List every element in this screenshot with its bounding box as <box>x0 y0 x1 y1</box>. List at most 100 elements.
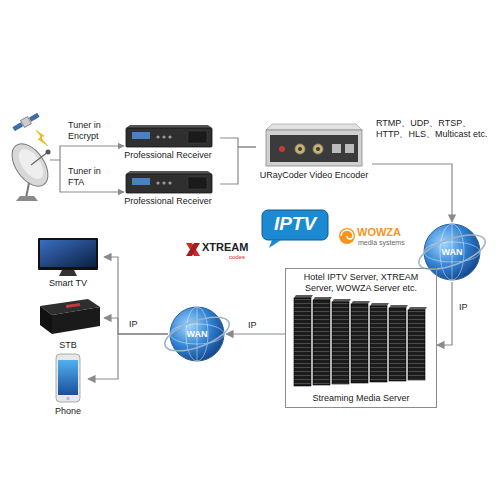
receiver-icon <box>162 181 165 184</box>
satellite-icon <box>13 123 23 131</box>
receiver-icon <box>188 177 207 189</box>
logo-text: XTREAM <box>202 241 248 254</box>
receiver-icon <box>156 135 159 138</box>
xtream-logo <box>186 243 200 256</box>
server-box: Hotel IPTV Server, XTREAM Server, WOWZA … <box>285 268 437 408</box>
stb-icon <box>52 307 100 334</box>
phone-device: Phone <box>48 352 88 417</box>
receiver-icon <box>188 131 207 143</box>
phone-icon <box>56 354 80 402</box>
tuner-wire <box>50 146 124 160</box>
receiver-icon <box>132 132 150 139</box>
encoder-icon <box>298 147 302 151</box>
stb-icon <box>40 306 52 334</box>
globe-icon <box>186 307 208 361</box>
wowza-logo <box>339 228 355 244</box>
dish-icon <box>46 150 51 155</box>
satellite-icon <box>36 130 48 146</box>
globe-icon <box>161 307 234 361</box>
phone-icon <box>66 397 69 400</box>
globe-icon <box>440 224 464 280</box>
connector <box>372 164 452 222</box>
xtream-logo <box>186 243 200 256</box>
wowza-logo <box>339 228 355 244</box>
edge-label: IP <box>458 302 469 313</box>
stb-icon <box>66 303 80 308</box>
encoder-icon <box>266 130 362 166</box>
tuner-wire <box>60 160 124 192</box>
connector <box>220 147 256 184</box>
server-rack-icon <box>370 303 389 306</box>
server-rack-icon <box>351 301 370 304</box>
logo-text: codes <box>229 254 245 261</box>
server-rack-icon <box>332 302 349 384</box>
server-caption: Streaming Media Server <box>312 393 409 404</box>
globe-icon <box>424 224 480 280</box>
connector <box>226 333 285 334</box>
server-rack-icon <box>294 295 427 386</box>
dish-icon <box>5 137 55 201</box>
globe-label: WAN <box>442 247 463 258</box>
tv-icon <box>38 238 98 276</box>
encoder-icon <box>316 147 320 151</box>
server-rack-icon <box>313 300 330 385</box>
wan-globe: WAN <box>168 305 226 363</box>
globe-label: WAN <box>187 329 208 340</box>
server-rack-icon <box>370 306 387 382</box>
receiver-icon <box>162 135 165 138</box>
server-rack-icon <box>408 310 425 380</box>
server-rack-icon <box>351 304 368 383</box>
tv-icon <box>38 238 98 270</box>
device-label: Professional Receiver <box>124 150 212 161</box>
server-rack-icon <box>313 297 332 300</box>
encoder-icon <box>345 144 354 153</box>
protocol-list: RTMP、UDP、RTSP、HTTP、HLS、Multicast etc. <box>376 118 492 140</box>
receiver-icon <box>132 178 150 185</box>
receiver-icon <box>126 125 212 128</box>
connector <box>437 282 452 345</box>
encoder-icon <box>270 135 358 162</box>
globe-icon <box>415 224 490 280</box>
phone-icon <box>56 354 80 402</box>
logo-text: media systems <box>358 239 405 247</box>
connector <box>220 138 256 147</box>
device-label: STB <box>59 340 77 351</box>
server-rack-icon <box>389 308 406 381</box>
tuner-wire <box>50 146 124 192</box>
encoder-icon <box>295 144 305 154</box>
server-rack-icon <box>294 295 313 298</box>
iptv-logo <box>269 240 281 248</box>
server-rack-icon <box>389 305 408 308</box>
dish-icon <box>14 145 48 183</box>
xtream-logo <box>186 243 200 256</box>
receiver-icon <box>126 128 212 147</box>
satellite-icon <box>12 112 48 146</box>
server-rack-icon <box>332 299 351 302</box>
device-label: Smart TV <box>49 278 87 289</box>
globe-icon <box>161 310 234 358</box>
video-encoder: URayCoder Video Encoder <box>256 124 372 181</box>
stb-icon <box>40 299 100 334</box>
tv-icon <box>59 270 77 276</box>
wan-globe: WAN <box>420 222 484 282</box>
phone-icon <box>58 360 78 395</box>
connector <box>104 257 168 334</box>
wowza-logo <box>341 230 353 239</box>
encoder-icon <box>332 144 341 153</box>
receiver-icon <box>156 181 159 184</box>
server-heading: Hotel IPTV Server, XTREAM Server, WOWZA … <box>290 272 432 294</box>
satellite-icon <box>29 113 39 121</box>
logo-text: IPTV <box>262 213 328 236</box>
dish-icon <box>31 152 48 165</box>
edge-label: IP <box>247 320 258 331</box>
tv-icon <box>40 240 96 267</box>
receiver-device: Professional Receiver <box>116 172 220 207</box>
server-rack-icon <box>408 307 427 310</box>
connector <box>88 334 168 379</box>
set-top-box: STB <box>32 296 104 351</box>
dish-icon <box>5 137 55 192</box>
tuner-label: Tuner in FTA <box>68 166 118 188</box>
